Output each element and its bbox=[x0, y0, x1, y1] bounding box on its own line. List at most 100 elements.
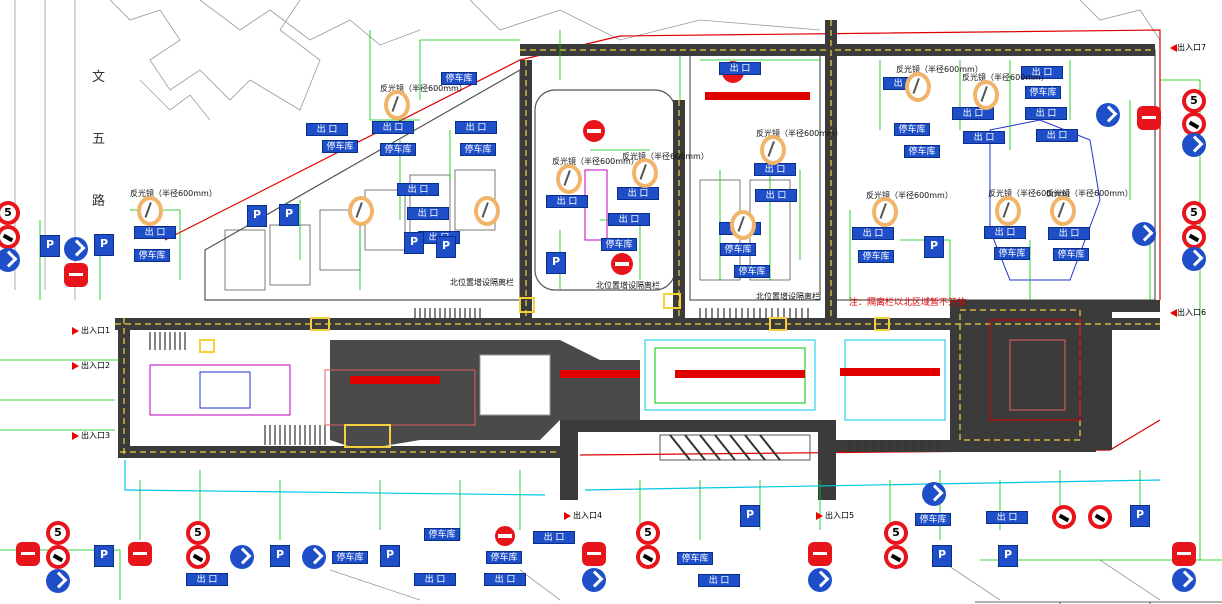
mirror-label: 反光镜（半径600mm） bbox=[756, 129, 843, 138]
no-turn-icon bbox=[186, 545, 210, 569]
parking-icon bbox=[270, 545, 290, 567]
convex-mirror-icon bbox=[905, 72, 931, 102]
parking-icon bbox=[247, 205, 267, 227]
road-name-char: 五 bbox=[92, 132, 106, 147]
parking-sign: 停车库 bbox=[424, 528, 460, 541]
exit-sign: 出 口 bbox=[533, 531, 575, 544]
exit-sign: 出 口 bbox=[1036, 129, 1078, 142]
zone-label: 北位置增设隔离栏 bbox=[596, 281, 660, 290]
convex-mirror-icon bbox=[348, 196, 374, 226]
parking-sign: 停车库 bbox=[460, 143, 496, 156]
parking-icon bbox=[998, 545, 1018, 567]
parking-icon bbox=[1130, 505, 1150, 527]
mirror-label: 反光镜（半径600mm） bbox=[622, 152, 709, 161]
parking-sign: 停车库 bbox=[858, 250, 894, 263]
no-turn-icon bbox=[884, 545, 908, 569]
direction-arrow-icon bbox=[1132, 222, 1156, 246]
parking-sign: 停车库 bbox=[332, 551, 368, 564]
entrance-3-label: 出入口3 bbox=[72, 430, 110, 441]
parking-icon bbox=[740, 505, 760, 527]
convex-mirror-icon bbox=[632, 158, 658, 188]
exit-sign: 出 口 bbox=[617, 187, 659, 200]
exit-sign: 出 口 bbox=[186, 573, 228, 586]
exit-sign: 出 口 bbox=[1021, 66, 1063, 79]
parking-icon bbox=[94, 545, 114, 567]
exit-sign: 出 口 bbox=[755, 189, 797, 202]
stop-icon bbox=[64, 263, 88, 287]
speed-limit-icon bbox=[1182, 201, 1206, 225]
mirror-label: 反光镜（半径600mm） bbox=[962, 73, 1049, 82]
convex-mirror-icon bbox=[1050, 196, 1076, 226]
mirror-label: 反光镜（半径600mm） bbox=[552, 157, 639, 166]
parking-sign: 停车库 bbox=[380, 143, 416, 156]
convex-mirror-icon bbox=[384, 90, 410, 120]
stop-icon bbox=[16, 542, 40, 566]
convex-mirror-icon bbox=[995, 196, 1021, 226]
entrance-7-label: 出入口7 bbox=[1170, 42, 1206, 53]
exit-sign: 出 口 bbox=[306, 123, 348, 136]
exit-sign: 出 口 bbox=[608, 213, 650, 226]
parking-icon bbox=[40, 235, 60, 257]
road-markings bbox=[115, 20, 1160, 458]
speed-limit-icon bbox=[884, 521, 908, 545]
direction-arrow-icon bbox=[582, 568, 606, 592]
direction-arrow-icon bbox=[922, 482, 946, 506]
convex-mirror-icon bbox=[556, 164, 582, 194]
direction-arrow-icon bbox=[0, 248, 20, 272]
exit-sign: 出 口 bbox=[407, 207, 449, 220]
mirror-label: 反光镜（半径600mm） bbox=[130, 189, 217, 198]
parking-sign: 停车库 bbox=[322, 140, 358, 153]
no-turn-icon bbox=[0, 225, 20, 249]
red-vehicle-rows bbox=[350, 92, 940, 384]
central-plaza bbox=[330, 340, 811, 461]
parking-icon bbox=[380, 545, 400, 567]
convex-mirror-icon bbox=[760, 135, 786, 165]
mirror-label: 反光镜（半径600mm） bbox=[380, 84, 467, 93]
mirror-label: 反光镜（半径600mm） bbox=[896, 65, 983, 74]
entrance-5-label: 出入口5 bbox=[816, 510, 854, 521]
entrance-6-label: 出入口6 bbox=[1170, 307, 1206, 318]
direction-arrow-icon bbox=[302, 545, 326, 569]
direction-arrow-icon bbox=[808, 568, 832, 592]
mirror-label: 反光镜（半径600mm） bbox=[1046, 189, 1133, 198]
convex-mirror-icon bbox=[872, 197, 898, 227]
parking-sign: 停车库 bbox=[486, 551, 522, 564]
parking-sign: 停车库 bbox=[677, 552, 713, 565]
entrance-4-label: 出入口4 bbox=[564, 510, 602, 521]
exit-sign: 出 口 bbox=[455, 121, 497, 134]
no-entry-discs bbox=[495, 61, 744, 546]
parking-icon bbox=[546, 252, 566, 274]
direction-arrow-icon bbox=[46, 569, 70, 593]
parking-icon bbox=[436, 236, 456, 258]
exit-sign: 出 口 bbox=[1025, 107, 1067, 120]
entrance-1-label: 出入口1 bbox=[72, 325, 110, 336]
parking-sign: 停车库 bbox=[1025, 86, 1061, 99]
entrance-2-label: 出入口2 bbox=[72, 360, 110, 371]
no-turn-icon bbox=[1182, 112, 1206, 136]
convex-mirror-icon bbox=[730, 210, 756, 240]
parking-icon bbox=[932, 545, 952, 567]
parking-sign: 停车库 bbox=[734, 265, 770, 278]
exit-sign: 出 口 bbox=[952, 107, 994, 120]
road-name-char: 路 bbox=[92, 194, 106, 209]
direction-arrow-icon bbox=[1096, 103, 1120, 127]
zone-label: 北位置增设隔离栏 bbox=[450, 278, 514, 287]
parking-icon bbox=[94, 234, 114, 256]
speed-limit-icon bbox=[186, 521, 210, 545]
parking-sign: 停车库 bbox=[994, 247, 1030, 260]
exit-sign: 出 口 bbox=[852, 227, 894, 240]
mirror-label: 反光镜（半径600mm） bbox=[988, 189, 1075, 198]
stop-icon bbox=[128, 542, 152, 566]
court-grids bbox=[224, 169, 791, 291]
parking-icon bbox=[404, 232, 424, 254]
mirror-label: 反光镜（半径600mm） bbox=[866, 191, 953, 200]
direction-arrow-icon bbox=[1182, 247, 1206, 271]
exit-sign: 出 口 bbox=[397, 183, 439, 196]
parking-rows bbox=[149, 308, 939, 452]
stop-icon bbox=[1172, 542, 1196, 566]
building-outlines bbox=[14, 0, 1161, 601]
stop-icon bbox=[808, 542, 832, 566]
direction-arrow-icon bbox=[64, 237, 88, 261]
cyan-outline bbox=[124, 460, 1161, 496]
